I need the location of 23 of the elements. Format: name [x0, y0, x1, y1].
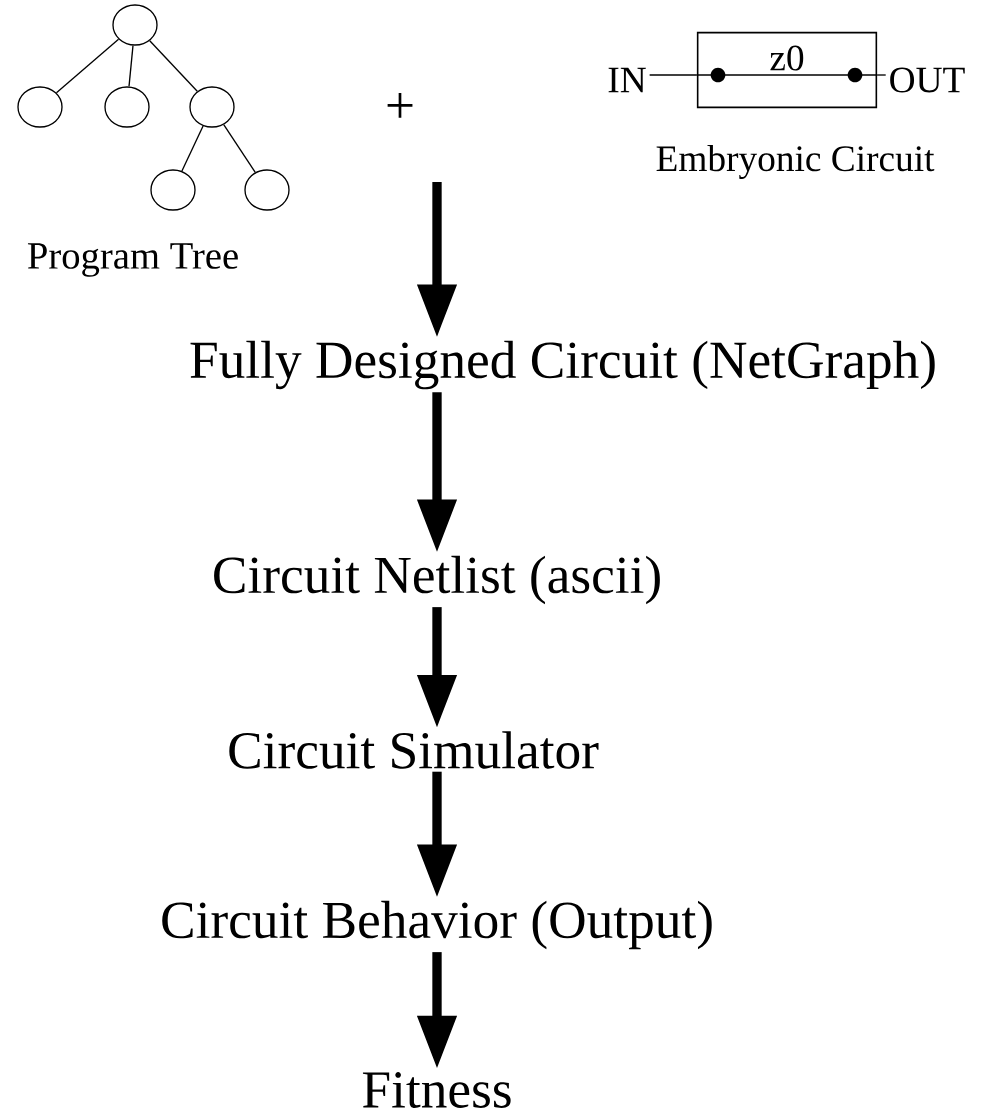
- stage-text: Fitness: [362, 1072, 511, 1108]
- stage-text: OUT: [890, 67, 965, 93]
- tree-node-circle: [244, 169, 290, 211]
- tree-node-circle: [104, 86, 150, 128]
- tree-branch: [223, 124, 256, 173]
- tree-branch: [149, 40, 198, 92]
- tree-branch: [55, 38, 120, 94]
- stage-text: Circuit Netlist (ascii): [214, 555, 660, 605]
- wire: [648, 74, 698, 76]
- tree-caption: Program Tree: [27, 243, 238, 277]
- stage-text: IN: [608, 67, 646, 93]
- tree-branch: [128, 44, 134, 88]
- stage-text: Circuit Behavior (Output): [162, 900, 712, 950]
- stage-text: Fully Designed Circuit (NetGraph): [190, 340, 935, 390]
- wire: [876, 74, 887, 76]
- tree-node-circle: [150, 169, 196, 211]
- tree-node-circle: [189, 86, 235, 128]
- tree-node-circle: [17, 86, 63, 128]
- tree-branch: [181, 125, 204, 172]
- plus-sign: +: [387, 92, 413, 118]
- node-label: Embryonic Circuit: [656, 145, 935, 179]
- tree-node-circle: [112, 4, 158, 46]
- stage-text: Circuit Simulator: [229, 731, 599, 769]
